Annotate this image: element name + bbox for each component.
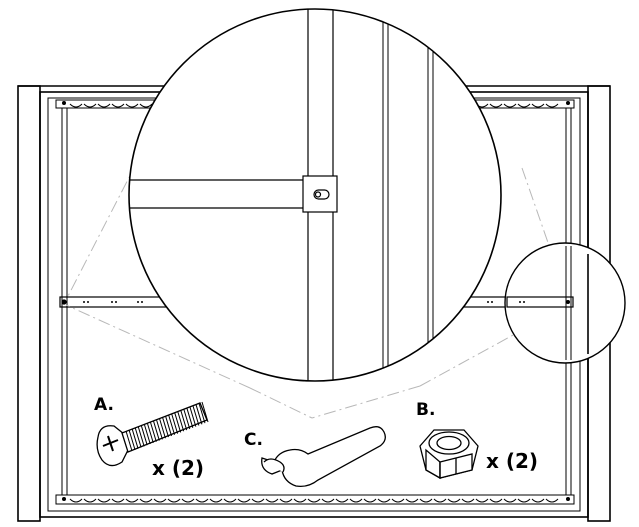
corner-fasteners: [62, 101, 570, 501]
magnified-detail-contents: [129, 9, 434, 381]
hex-lock-nut-icon: [419, 429, 479, 480]
bottom-rail: [55, 494, 575, 505]
detail-target-circle: [504, 242, 626, 364]
open-end-wrench-icon: [261, 426, 386, 488]
part-a-quantity: x (2): [152, 456, 204, 480]
part-b-letter: B.: [416, 400, 435, 420]
part-b-quantity: x (2): [486, 449, 538, 473]
part-c-letter: C.: [244, 430, 263, 450]
pan-head-screw-icon: [96, 401, 209, 467]
target-circle-contents: [506, 246, 589, 360]
part-a-letter: A.: [94, 395, 114, 415]
